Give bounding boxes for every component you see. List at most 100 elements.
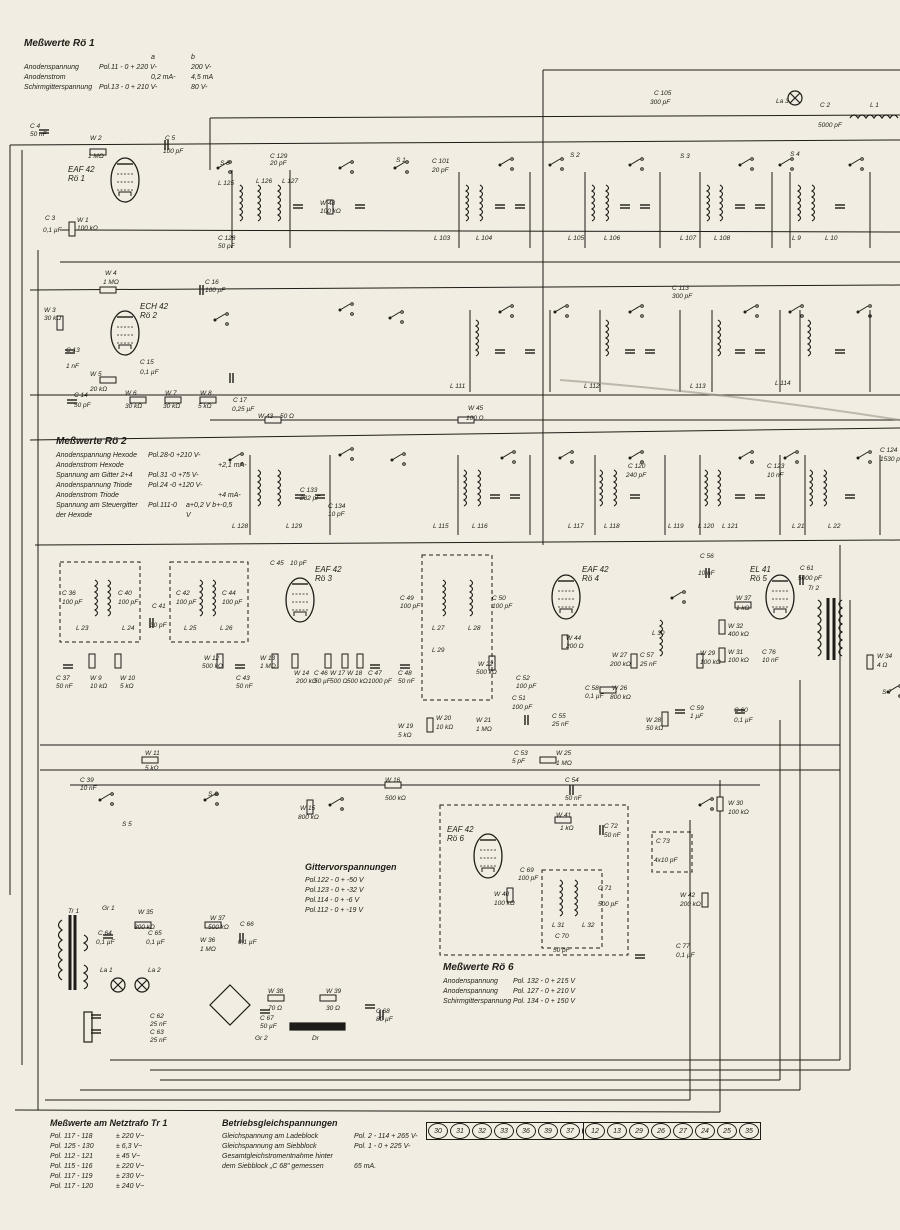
- component-label-c128: C 128: [218, 235, 236, 242]
- component-label-w5: W 5: [90, 371, 102, 378]
- tube-type-ro4: EAF 42: [582, 565, 609, 574]
- component-label-w1v: 100 kΩ: [77, 225, 98, 232]
- component-label-c14v: 50 pF: [74, 402, 92, 409]
- messwerte-ro6-title: Meßwerte Rö 6: [443, 962, 514, 973]
- component-label-c61v: 5000 pF: [798, 575, 823, 582]
- component-label-l22: L 22: [828, 523, 841, 530]
- gitter-title: Gittervorspannungen: [305, 862, 397, 872]
- component-label-w31: W 31: [728, 649, 744, 656]
- component-label-c120v: 240 pF: [625, 472, 647, 479]
- component-label-l31: L 31: [552, 922, 565, 929]
- component-label-w31v: 100 kΩ: [728, 657, 749, 664]
- messwerte-ro1-table: Meßwerte Rö 1 a b Anodenspannung Pol.11 …: [24, 38, 231, 93]
- component-label-c124: C 124: [880, 447, 898, 454]
- component-label-c43: C 43: [236, 675, 250, 682]
- component-label-l104: L 104: [476, 235, 493, 242]
- row-label: dem Siebblock „C 68" gemessen: [222, 1163, 324, 1170]
- row-pol: Pol. 117 - 120: [50, 1183, 94, 1190]
- component-label-w6: W 6: [125, 390, 137, 397]
- component-label-w38v: 70 Ω: [268, 1005, 282, 1012]
- messwerte-ro1-title: Meßwerte Rö 1: [24, 38, 95, 49]
- component-label-c133: C 133: [300, 487, 318, 494]
- component-label-l9: L 9: [792, 235, 801, 242]
- terminal: 13: [607, 1123, 627, 1139]
- component-label-w12v: 500 kΩ: [202, 663, 223, 670]
- terminal: 39: [538, 1123, 558, 1139]
- component-label-w2: W 2: [90, 135, 102, 142]
- messwerte-ro2-title: Meßwerte Rö 2: [56, 436, 127, 447]
- component-label-l26: L 26: [220, 625, 233, 632]
- component-label-c105: C 105: [654, 90, 672, 97]
- component-label-w18: W 18: [347, 670, 363, 677]
- component-label-l105: L 105: [568, 235, 585, 242]
- component-label-c64: C 64: [98, 930, 112, 937]
- component-label-c45: C 45: [270, 560, 284, 567]
- component-label-w11v: 5 kΩ: [145, 765, 159, 772]
- row-points: Pol.11 - 0 + 220 V-: [99, 64, 157, 71]
- component-label-w10: W 10: [120, 675, 136, 682]
- component-label-w17: W 17: [330, 670, 346, 677]
- component-label-c58v: 0,1 µF: [585, 693, 605, 700]
- component-label-c51: C 51: [512, 695, 526, 702]
- component-label-la2: La 2: [148, 967, 161, 974]
- component-label-c76: C 76: [762, 649, 776, 656]
- row-points: [148, 491, 218, 501]
- component-label-l23: L 23: [76, 625, 89, 632]
- component-label-w26: W 26: [612, 685, 628, 692]
- component-label-w4: W 4: [105, 270, 117, 277]
- col-a-header: a: [151, 54, 155, 61]
- component-label-w9: W 9: [90, 675, 102, 682]
- terminal: 30: [428, 1123, 448, 1139]
- component-label-w44v: 200 Ω: [565, 643, 584, 650]
- terminal: 33: [494, 1123, 514, 1139]
- row-value: +2,1 mA-: [218, 462, 247, 469]
- tube-type-ro5: EL 41: [750, 565, 771, 574]
- component-label-c49: C 49: [400, 595, 414, 602]
- terminal: 27: [673, 1123, 693, 1139]
- component-label-w25: W 25: [556, 750, 572, 757]
- component-label-c129: C 129: [270, 153, 288, 160]
- component-label-c66v: 0,1 µF: [238, 939, 258, 946]
- component-label-c39v: 10 nF: [80, 785, 98, 792]
- component-label-s8: S 8: [220, 160, 230, 167]
- row-value: Pol. 1 - 0 + 225 V-: [354, 1143, 411, 1150]
- row-v: ± 220 V~: [116, 1163, 145, 1170]
- tube-type-ro3: EAF 42: [315, 565, 342, 574]
- component-label-c113v: 300 pF: [672, 293, 693, 300]
- netztrafo-title: Meßwerte am Netztrafo Tr 1: [50, 1118, 168, 1128]
- component-label-w8v: 5 kΩ: [198, 403, 212, 410]
- terminal: 29: [629, 1123, 649, 1139]
- component-label-w39: W 39: [326, 988, 342, 995]
- row-pol: Pol. 117 - 119: [50, 1173, 93, 1180]
- component-label-l27: L 27: [432, 625, 445, 632]
- component-label-l126: L 126: [256, 178, 273, 185]
- component-label-w25v: 1 MΩ: [556, 760, 572, 767]
- component-label-c36v: 100 pF: [62, 599, 83, 606]
- component-label-c57: C 57: [640, 652, 654, 659]
- component-label-l10: L 10: [825, 235, 838, 242]
- component-label-gr2: Gr 2: [255, 1035, 268, 1042]
- row-label: Anodenspannung Hexode: [56, 452, 137, 459]
- component-label-c65: C 65: [148, 930, 162, 937]
- row-pol: Pol. 115 - 116: [50, 1163, 93, 1170]
- col-b-header: b: [191, 54, 195, 61]
- component-label-w19v: 5 kΩ: [398, 732, 412, 739]
- component-label-l129: L 129: [286, 523, 303, 530]
- component-label-w26v: 800 kΩ: [610, 694, 631, 701]
- component-label-w20v: 10 kΩ: [436, 724, 453, 731]
- component-label-w11: W 11: [145, 750, 160, 757]
- component-label-c71v: 500 pF: [598, 901, 619, 908]
- component-label-w10v: 5 kΩ: [120, 683, 134, 690]
- component-label-w48: W 48: [320, 200, 336, 207]
- terminal: 12: [585, 1123, 605, 1139]
- row-label: Gleichspannung am Ladeblock: [222, 1133, 319, 1140]
- row-value: a+0,2 V b+-0,5 V: [186, 502, 233, 519]
- component-label-c68v: 80 µF: [376, 1016, 394, 1023]
- component-label-w3: W 3: [44, 307, 56, 314]
- tube-type-ro2: ECH 42: [140, 302, 169, 311]
- component-label-c123: C 123: [767, 463, 785, 470]
- component-label-c13: C 13: [66, 347, 80, 354]
- component-label-c76v: 10 nF: [762, 657, 780, 664]
- row-points: Pol.28-0 +210 V-: [148, 452, 201, 459]
- component-label-c72: C 72: [604, 823, 618, 830]
